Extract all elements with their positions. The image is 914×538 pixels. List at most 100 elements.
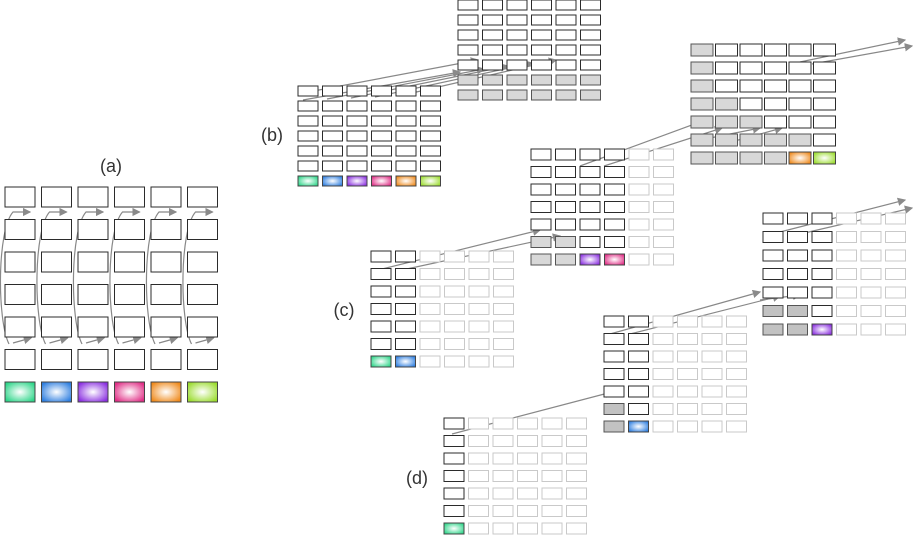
grid-cell-computed [555,236,576,248]
grid-cell [787,286,808,299]
grid-cell-computed [690,79,714,93]
grid-cell-pending [493,268,514,280]
output-chip [322,175,343,187]
grid-cell [443,417,465,430]
grid-cell-pending [444,250,465,263]
grid-cell-computed [555,89,577,101]
grid-cell-pending [444,303,465,315]
grid-cell [4,251,36,273]
grid-cell-pending [493,320,514,333]
grid-cell-pending [566,522,587,535]
grid-cell [531,59,552,71]
grid-cell-pending [493,285,514,298]
grid-cell-pending [492,487,514,500]
grid-cell [604,218,625,231]
grid-cell [322,85,343,97]
grid-cell-pending [541,417,563,430]
grid-cell-pending [517,452,538,465]
grid-cell [628,368,649,380]
grid-cell [346,115,368,127]
grid-cell-pending [701,420,723,433]
grid-cell-pending [444,268,465,280]
grid-cell-pending [468,285,490,298]
grid-cell [322,100,343,112]
grid-cell-pending [541,452,563,465]
output-chip [811,323,833,336]
grid-cell [811,231,833,243]
grid-b-right [690,43,836,165]
grid-cell-pending [836,249,857,262]
grid-cell-pending [468,505,489,517]
grid-cell-pending [493,355,514,368]
grid-cell-pending [836,323,857,336]
grid-cell [603,315,625,328]
grid-cell [395,285,416,298]
grid-cell [764,115,787,129]
grid-cell [346,130,368,142]
flow-arrow [811,43,914,65]
grid-cell [603,350,625,363]
grid-cell [811,268,833,280]
output-chip [370,355,392,368]
grid-b-middle [530,148,674,266]
grid-cell-pending [517,470,538,482]
grid-cell-pending [493,338,514,350]
grid-cell [150,316,182,338]
grid-cell [4,284,36,305]
grid-cell-computed [764,151,787,165]
grid-cell [482,29,503,41]
output-chip [420,175,441,187]
grid-cell [371,160,392,172]
grid-cell [443,452,465,465]
grid-cell-computed [787,323,808,336]
grid-cell [555,183,576,196]
grid-cell-computed [530,253,552,266]
grid-cell-computed [457,74,479,86]
grid-cell-computed [690,97,714,111]
grid-cell-computed [506,74,528,86]
dependency-arrow [85,335,106,344]
grid-cell [395,160,417,172]
grid-cell-pending [444,320,465,333]
grid-cell [762,249,784,262]
grid-b-top [457,0,601,101]
grid-cell-pending [444,338,465,350]
grid-cell [764,97,787,111]
grid-cell-pending [468,250,490,263]
grid-cell [114,284,145,305]
grid-cell [603,368,625,380]
grid-cell-pending [566,452,587,465]
grid-cell [77,284,109,305]
grid-cell-pending [726,385,747,398]
grid-cell [762,212,784,225]
grid-cell [506,59,528,71]
flow-arrow [609,289,762,335]
grid-cell [114,316,145,338]
grid-cell [4,186,36,208]
grid-cell [77,251,109,273]
flow-arrow [799,37,907,63]
grid-cell-pending [885,212,906,225]
grid-cell [506,29,528,41]
grid-cell [628,403,649,415]
grid-cell [187,349,218,370]
grid-cell-pending [726,315,747,328]
grid-cell-pending [653,166,674,178]
output-chip [297,175,319,187]
grid-cell [187,316,218,338]
grid-cell [187,219,218,240]
grid-cell-pending [517,522,538,535]
grid-cell-pending [860,249,882,262]
output-chip [4,381,36,403]
grid-cell [555,0,577,11]
grid-cell [787,249,808,262]
grid-cell-pending [517,417,538,430]
grid-cell [187,251,218,273]
grid-cell [395,268,416,280]
grid-cell [420,160,441,172]
grid-cell-pending [541,435,563,447]
grid-cell-pending [885,231,906,243]
grid-cell-computed [739,115,763,129]
grid-cell-pending [628,253,650,266]
